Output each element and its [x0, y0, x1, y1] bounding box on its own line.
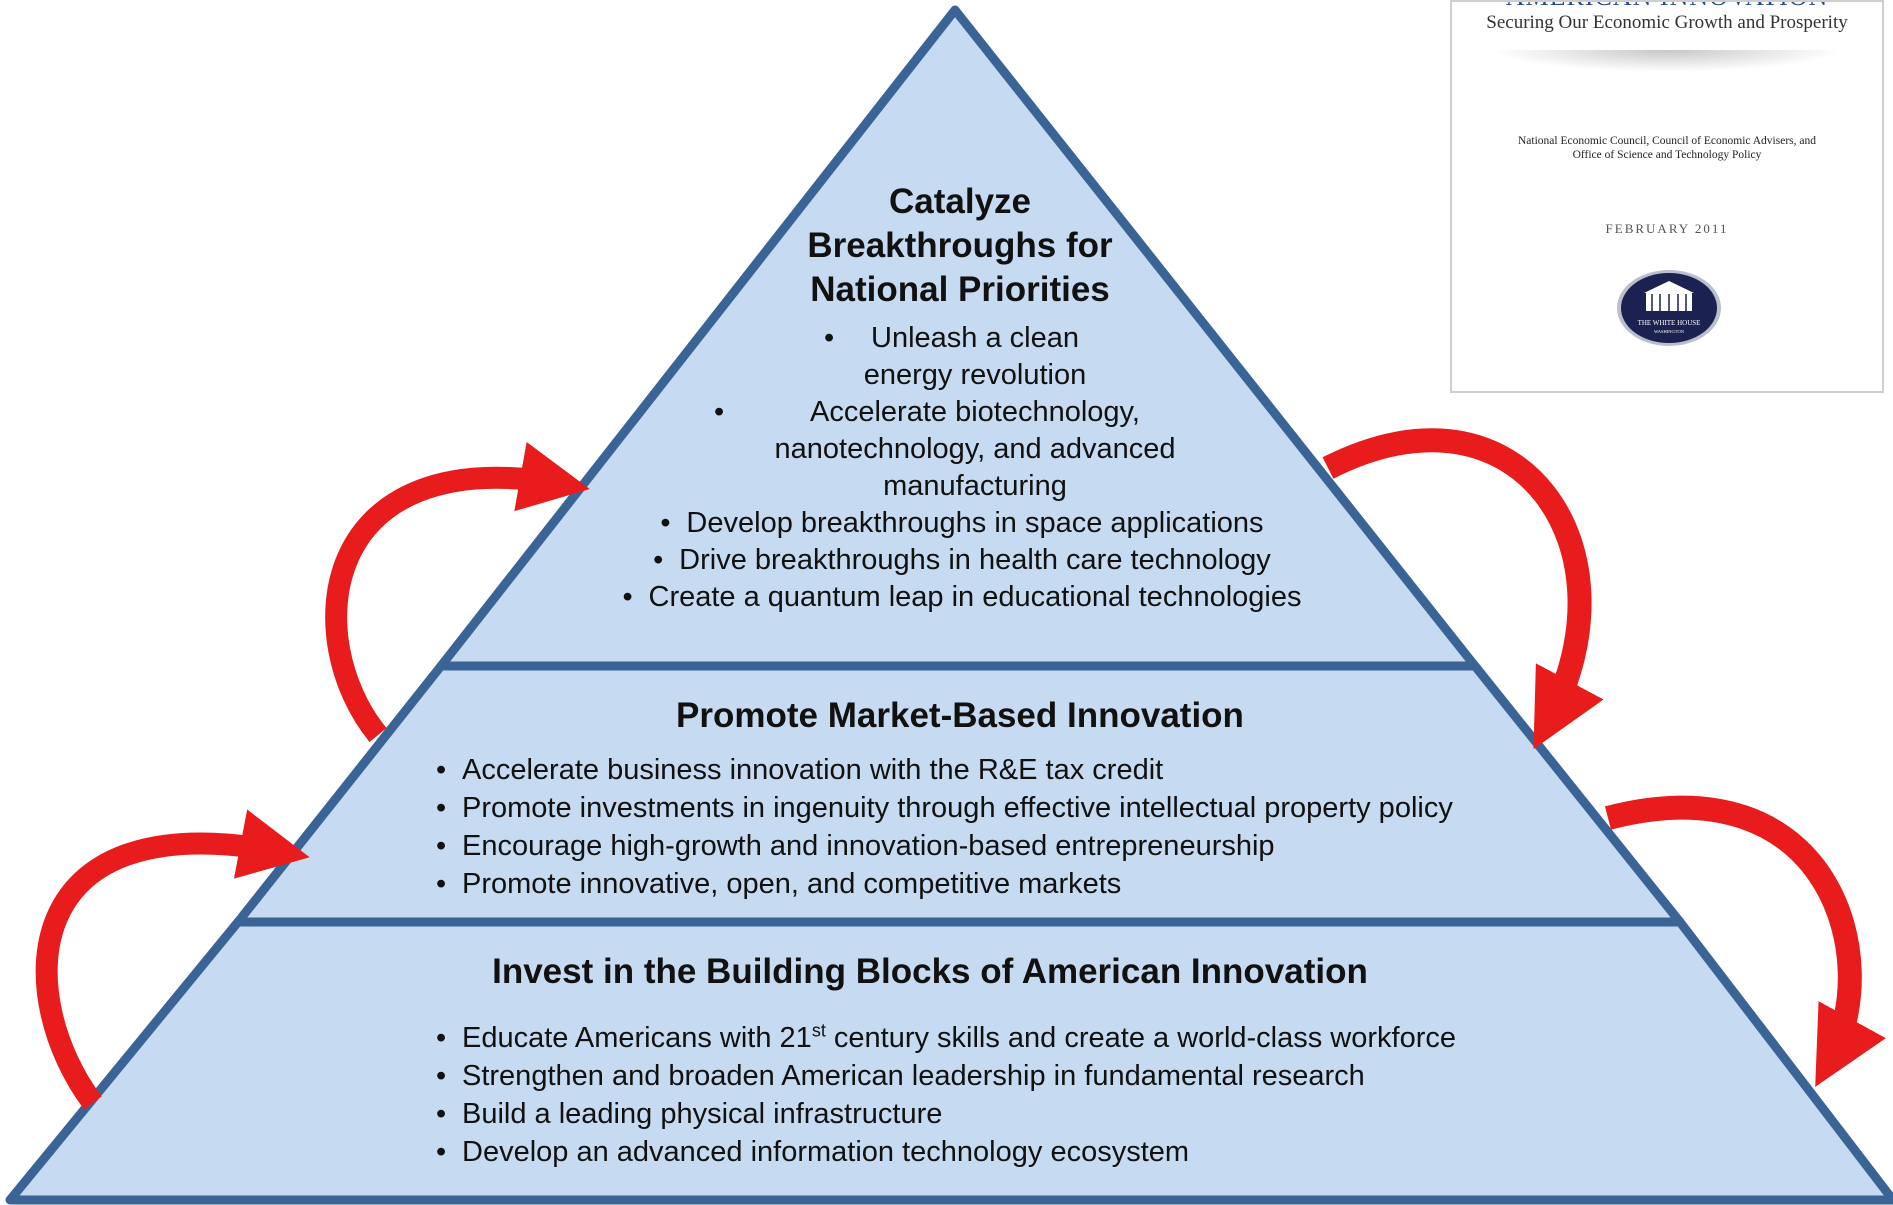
- seal-line-2: WASHINGTON: [1654, 329, 1685, 334]
- top-tier-title: Catalyze Breakthroughs for National Prio…: [807, 182, 1113, 309]
- middle-tier-bullet: Encourage high-growth and innovation-bas…: [432, 827, 1453, 865]
- bullet-text-start: Educate Americans with 21: [462, 1022, 812, 1054]
- bottom-tier-title: Invest in the Building Blocks of America…: [492, 952, 1368, 991]
- middle-tier-bullet: Accelerate business innovation with the …: [432, 751, 1453, 789]
- ordinal-suffix: st: [811, 1020, 826, 1041]
- cover-date: FEBRUARY 2011: [1605, 221, 1729, 236]
- top-tier-bullet: Unleash a clean energy revolution: [820, 320, 1100, 394]
- middle-tier-bullet: Promote innovative, open, and competitiv…: [432, 865, 1453, 903]
- top-tier-bullet: Develop breakthroughs in space applicati…: [656, 505, 1263, 542]
- bottom-tier-bullet: Build a leading physical infrastructure: [432, 1095, 1456, 1133]
- arrow-right-upper: [1322, 428, 1604, 750]
- top-tier-bullet: Drive breakthroughs in health care techn…: [649, 542, 1271, 579]
- bottom-tier-bullet: Develop an advanced information technolo…: [432, 1133, 1456, 1171]
- top-tier-bullet: Create a quantum leap in educational tec…: [619, 579, 1302, 616]
- arrow-left-lower: [35, 809, 310, 1110]
- arrow-right-lower: [1604, 795, 1886, 1087]
- report-cover: AMERICAN INNOVATION Securing Our Economi…: [1450, 0, 1884, 393]
- white-house-seal-icon: THE WHITE HOUSE WASHINGTON: [1617, 270, 1721, 346]
- middle-tier-bullet: Promote investments in ingenuity through…: [432, 789, 1453, 827]
- bottom-tier-bullet: Strengthen and broaden American leadersh…: [432, 1057, 1456, 1095]
- top-tier-content: Catalyze Breakthroughs for National Prio…: [560, 180, 1360, 616]
- bullet-text-end: century skills and create a world-class …: [825, 1022, 1456, 1054]
- middle-tier-title: Promote Market-Based Innovation: [676, 696, 1244, 735]
- seal-line-1: THE WHITE HOUSE: [1638, 319, 1701, 327]
- cover-subtitle: Securing Our Economic Growth and Prosper…: [1486, 12, 1848, 33]
- cover-title: AMERICAN INNOVATION: [1452, 2, 1882, 12]
- middle-tier-bullet-list: Accelerate business innovation with the …: [432, 751, 1453, 903]
- top-tier-bullet: Accelerate biotechnology, nanotechnology…: [710, 394, 1210, 505]
- cover-divider-shadow: [1492, 50, 1842, 72]
- cover-authors: National Economic Council, Council of Ec…: [1518, 135, 1816, 161]
- arrow-left-upper: [325, 441, 590, 742]
- top-tier-bullet-list: Unleash a clean energy revolution Accele…: [560, 320, 1360, 616]
- bottom-tier-bullet-list: Educate Americans with 21st century skil…: [432, 1019, 1456, 1171]
- bottom-tier-bullet: Educate Americans with 21st century skil…: [432, 1019, 1456, 1057]
